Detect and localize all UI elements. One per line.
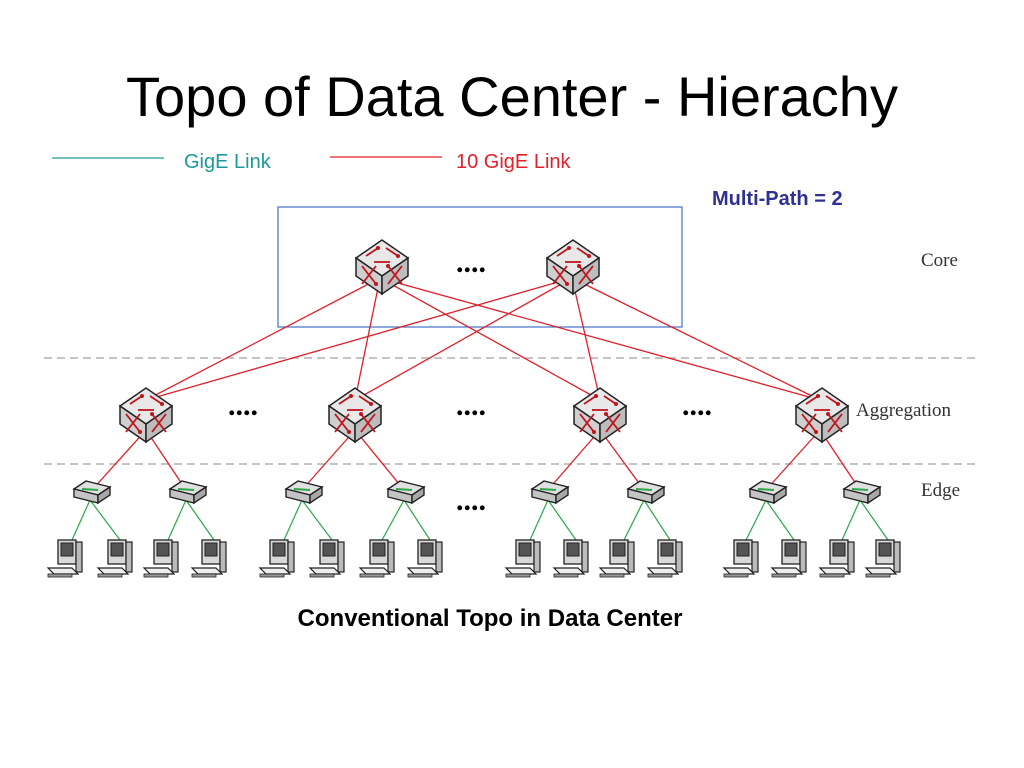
ellipsis-edge: .... — [456, 484, 486, 517]
core-aggregation-links — [145, 277, 821, 401]
edge-switch-4-switch-icon — [387, 480, 425, 504]
aggregation-switch-1-router-icon — [119, 387, 173, 443]
aggregation-switch-3-router-icon — [573, 387, 627, 443]
tier-label-core: Core — [921, 250, 958, 271]
edge-host-links — [71, 499, 889, 541]
legend-gige-label: GigE Link — [184, 151, 271, 173]
host-16-computer-icon — [865, 539, 901, 578]
host-9-computer-icon — [505, 539, 541, 578]
host-6-computer-icon — [309, 539, 345, 578]
host-15-computer-icon — [819, 539, 855, 578]
host-5-computer-icon — [259, 539, 295, 578]
aggregation-edge-links — [91, 429, 861, 491]
edge-switch-2-switch-icon — [169, 480, 207, 504]
host-4-computer-icon — [191, 539, 227, 578]
host-10-computer-icon — [553, 539, 589, 578]
host-13-computer-icon — [723, 539, 759, 578]
core-group-box — [277, 206, 683, 328]
host-14-computer-icon — [771, 539, 807, 578]
ellipsis-agg-3: .... — [682, 389, 712, 422]
tier-label-edge: Edge — [921, 480, 961, 501]
edge-switch-3-switch-icon — [285, 480, 323, 504]
ellipsis-agg-1: .... — [228, 389, 258, 422]
edge-switch-6-switch-icon — [627, 480, 665, 504]
host-11-computer-icon — [599, 539, 635, 578]
ellipsis-core: .... — [456, 246, 486, 279]
edge-switch-8-switch-icon — [843, 480, 881, 504]
tier-label-aggregation: Aggregation — [856, 400, 951, 421]
edge-switch-7-switch-icon — [749, 480, 787, 504]
host-2-computer-icon — [97, 539, 133, 578]
core-switch-2-router-icon — [546, 239, 600, 295]
edge-switch-5-switch-icon — [531, 480, 569, 504]
ellipsis-agg-2: .... — [456, 389, 486, 422]
aggregation-switch-2-router-icon — [328, 387, 382, 443]
host-8-computer-icon — [407, 539, 443, 578]
host-3-computer-icon — [143, 539, 179, 578]
diagram-caption: Conventional Topo in Data Center — [297, 605, 683, 632]
host-12-computer-icon — [647, 539, 683, 578]
edge-switch-1-switch-icon — [73, 480, 111, 504]
host-1-computer-icon — [47, 539, 83, 578]
multipath-label: Multi-Path = 2 — [712, 188, 843, 210]
host-7-computer-icon — [359, 539, 395, 578]
page-title: Topo of Data Center - Hierachy — [126, 65, 898, 128]
legend-10gige-label: 10 GigE Link — [456, 151, 571, 173]
